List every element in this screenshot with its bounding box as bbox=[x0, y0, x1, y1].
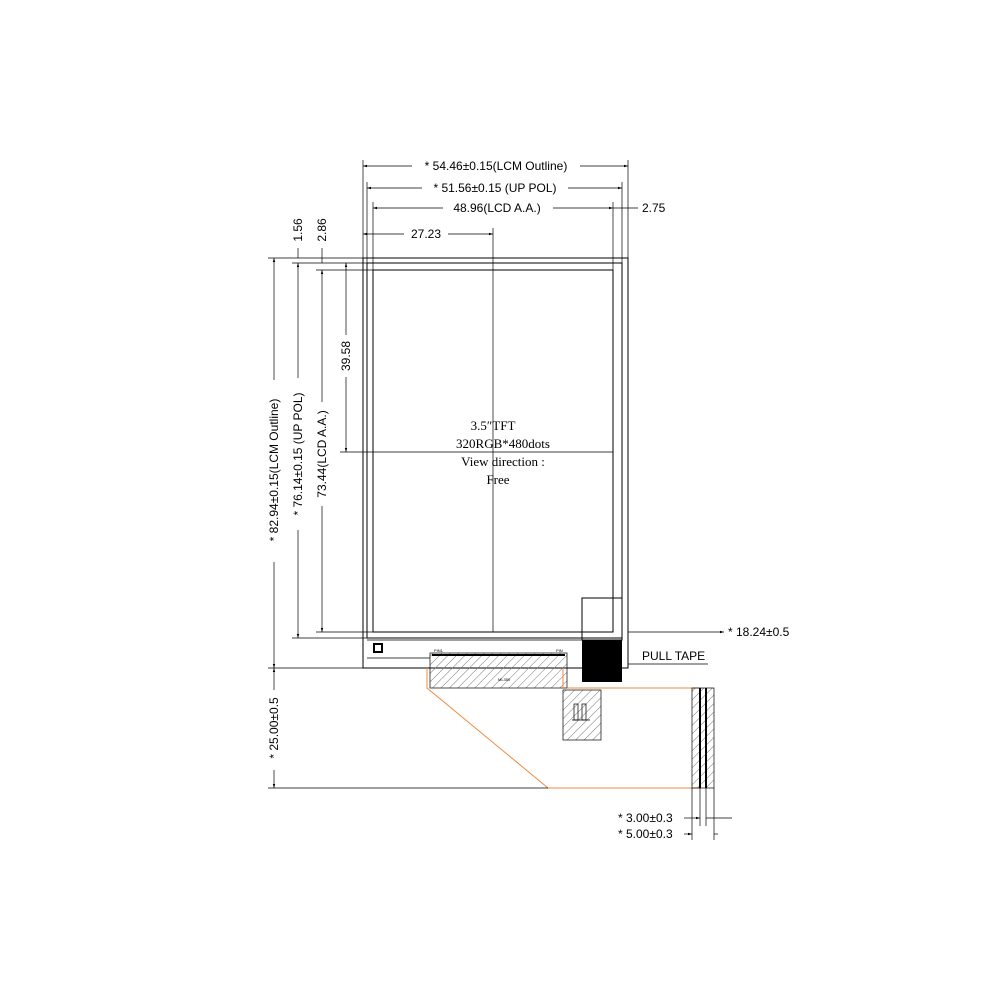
dim-right-offset-label: 2.75 bbox=[642, 201, 666, 215]
dim-fpc-width-label: * 18.24±0.5 bbox=[728, 625, 790, 639]
ic-outline bbox=[581, 597, 623, 641]
spec-view-value: Free bbox=[486, 472, 509, 487]
dim-center-y: 39.58 bbox=[338, 263, 373, 453]
dim-lcm-height-label: * 82.94±0.15(LCM Outline) bbox=[267, 399, 281, 542]
dim-lcd-aa-width: 48.96(LCD A.A.) bbox=[372, 199, 614, 270]
dim-tape-width-1: * 3.00±0.3 bbox=[618, 788, 732, 826]
fpc-connector: PIN1 PIN ML350 bbox=[429, 648, 568, 689]
spec-resolution: 320RGB*480dots bbox=[456, 436, 550, 451]
dim-lcm-width: * 54.46±0.15(LCM Outline) bbox=[362, 157, 629, 258]
dim-right-offset: 2.75 bbox=[613, 201, 666, 215]
dim-top-offset-1: 1.56 bbox=[291, 218, 305, 258]
spec-view-direction: View direction : bbox=[461, 454, 545, 469]
spec-size: 3.5″TFT bbox=[471, 418, 516, 433]
dim-top-offset-2-label: 2.86 bbox=[315, 218, 329, 242]
fpc-pin-label: PIN bbox=[556, 648, 563, 653]
dim-fpc-length: * 25.00±0.5 bbox=[266, 668, 548, 789]
ic-chip bbox=[582, 640, 622, 682]
fpc-pin1-label: PIN1 bbox=[434, 648, 444, 653]
dim-lcm-height: * 82.94±0.15(LCM Outline) bbox=[266, 257, 363, 669]
dim-up-pol-height-label: * 76.14±0.15 (UP POL) bbox=[291, 392, 305, 515]
pull-tape-callout: PULL TAPE bbox=[628, 649, 708, 665]
dim-center-x-label: 27.23 bbox=[411, 227, 441, 241]
dim-lcd-aa-height: 73.44(LCD A.A.) bbox=[314, 269, 373, 633]
corner-mark bbox=[373, 643, 383, 653]
pull-tape-label: PULL TAPE bbox=[642, 649, 705, 663]
dim-tape-width-1-label: * 3.00±0.3 bbox=[618, 811, 673, 825]
pull-tape-strip bbox=[691, 687, 715, 789]
dim-tape-width-2: * 5.00±0.3 bbox=[618, 788, 718, 841]
dim-tape-width-2-label: * 5.00±0.3 bbox=[618, 827, 673, 841]
dim-top-offset-2: 2.86 bbox=[315, 218, 329, 263]
dim-up-pol-height: * 76.14±0.15 (UP POL) bbox=[290, 262, 367, 639]
dim-fpc-width: * 18.24±0.5 bbox=[628, 625, 790, 639]
connector-pins bbox=[572, 703, 590, 721]
dim-lcm-width-label: * 54.46±0.15(LCM Outline) bbox=[425, 159, 568, 173]
dim-center-y-label: 39.58 bbox=[339, 341, 353, 371]
dim-top-offset-1-label: 1.56 bbox=[291, 218, 305, 242]
dim-up-pol-width-label: * 51.56±0.15 (UP POL) bbox=[433, 181, 556, 195]
dim-up-pol-width: * 51.56±0.15 (UP POL) bbox=[366, 179, 623, 263]
dim-lcd-aa-height-label: 73.44(LCD A.A.) bbox=[315, 410, 329, 497]
dim-center-x: 27.23 bbox=[363, 225, 494, 270]
fpc-tail-outline bbox=[426, 668, 700, 789]
fpc-part-mark: ML350 bbox=[498, 677, 511, 682]
dim-fpc-length-label: * 25.00±0.5 bbox=[267, 697, 281, 759]
dim-lcd-aa-width-label: 48.96(LCD A.A.) bbox=[453, 201, 540, 215]
